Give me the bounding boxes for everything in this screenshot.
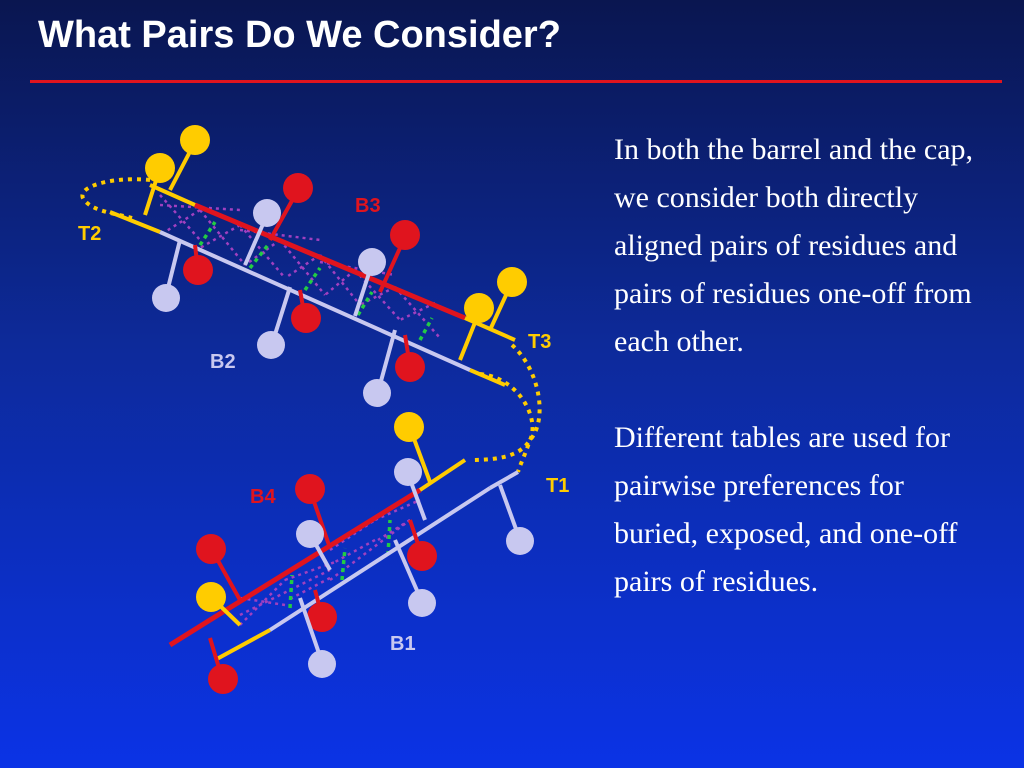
strand-b1 [214,470,519,662]
label-b4: B4 [250,486,276,508]
label-b3: B3 [355,195,381,217]
loop-t1 [479,372,535,473]
loop-t3 [469,343,542,462]
strand-b2 [109,210,506,387]
residues-lower [196,412,534,694]
loop-t2 [80,177,151,220]
explanation-text: In both the barrel and the cap, we consi… [614,126,994,654]
label-t3: T3 [528,331,551,353]
paragraph-pairs: In both the barrel and the cap, we consi… [614,133,974,358]
turn-loops [80,177,542,473]
label-b1: B1 [390,633,416,655]
aligned-pairs [198,221,434,609]
residues-upper [143,125,527,407]
strand-b4 [168,458,467,648]
label-t1: T1 [546,475,569,497]
title-underline [30,80,1002,83]
label-b2: B2 [210,351,236,373]
paragraph-tables: Different tables are used for pairwise p… [614,421,958,598]
slide-title: What Pairs Do We Consider? [38,14,561,56]
label-t2: T2 [78,223,101,245]
